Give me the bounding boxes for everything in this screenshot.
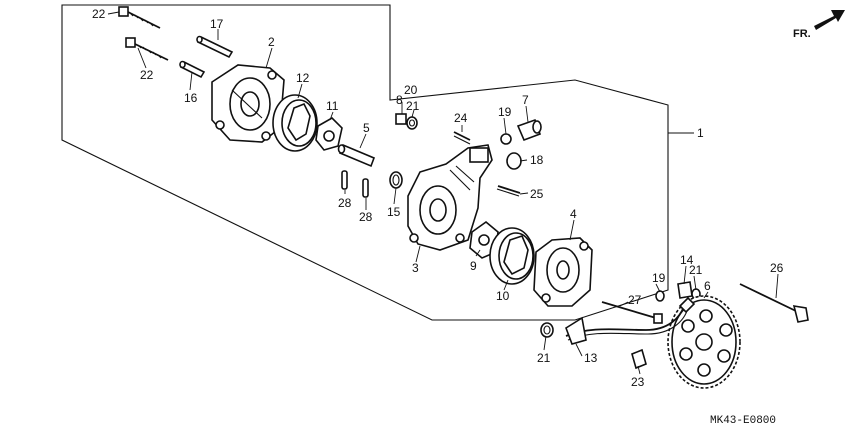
o-ring-15	[389, 171, 403, 189]
callout-9: 9	[470, 259, 477, 273]
bolt-26	[739, 283, 809, 323]
collar-14	[677, 281, 693, 299]
outer-rotor-12	[272, 94, 318, 152]
washer-21-bottom	[540, 322, 554, 338]
callout-15: 15	[387, 205, 401, 219]
relief-valve-7	[516, 118, 542, 142]
pump-body-3	[407, 144, 493, 251]
callout-12: 12	[296, 71, 310, 85]
callout-7: 7	[522, 93, 529, 107]
inner-rotor-11	[315, 117, 343, 151]
callout-8: 8	[396, 93, 403, 107]
pump-cover-4	[533, 237, 593, 307]
callout-27: 27	[628, 293, 642, 307]
fitting-23	[631, 348, 647, 370]
pin-28-left	[341, 170, 348, 190]
drive-sprocket-6	[667, 295, 741, 389]
dowel-pin-17	[196, 35, 234, 59]
washer-19-top	[500, 133, 512, 145]
figure-code: MK43-E0800	[710, 415, 776, 425]
callout-13: 13	[584, 351, 598, 365]
front-direction-arrow: FR.	[793, 10, 845, 40]
callout-6: 6	[704, 279, 711, 293]
front-direction-label: FR.	[793, 28, 811, 40]
assembly-boundary	[61, 4, 669, 321]
callout-28-left: 28	[338, 196, 352, 210]
outer-rotor-10	[489, 227, 535, 285]
dowel-pin-16	[179, 60, 206, 79]
callout-21-bottom: 21	[537, 351, 551, 365]
bolt-22-lower	[125, 37, 169, 61]
callout-10: 10	[496, 289, 510, 303]
pump-cover-2	[211, 64, 285, 143]
callout-20: 20	[404, 83, 418, 97]
oil-pipe-13	[565, 296, 696, 345]
callout-1: 1	[697, 126, 704, 140]
callout-18: 18	[530, 153, 544, 167]
callout-28-right: 28	[359, 210, 373, 224]
callout-2: 2	[268, 35, 275, 49]
callout-23: 23	[631, 375, 645, 389]
callout-21-right: 21	[689, 263, 703, 277]
callout-19-top: 19	[498, 105, 512, 119]
bolt-22-upper	[118, 6, 161, 29]
callout-5: 5	[363, 121, 370, 135]
callout-4: 4	[570, 207, 577, 221]
washer-21-top	[406, 116, 418, 130]
callout-22-lower: 22	[140, 68, 154, 82]
pump-shaft-5	[337, 143, 376, 168]
callout-22-upper: 22	[92, 7, 106, 21]
callout-3: 3	[412, 261, 419, 275]
callout-21-top: 21	[406, 99, 420, 113]
cap-18	[506, 152, 522, 170]
callout-26: 26	[770, 261, 784, 275]
callout-17: 17	[210, 17, 224, 31]
leader-lines	[107, 11, 779, 375]
pin-28-right	[362, 178, 369, 198]
callout-11: 11	[326, 99, 339, 113]
washer-19-bottom	[655, 290, 665, 302]
callout-14: 14	[680, 253, 694, 267]
callout-24: 24	[454, 111, 468, 125]
callout-16: 16	[184, 91, 198, 105]
plug-8	[395, 113, 407, 125]
callout-19-bottom: 19	[652, 271, 666, 285]
pin-25	[496, 185, 521, 197]
spring-pin-24	[453, 131, 471, 145]
callout-25: 25	[530, 187, 544, 201]
bolt-27	[601, 301, 663, 324]
